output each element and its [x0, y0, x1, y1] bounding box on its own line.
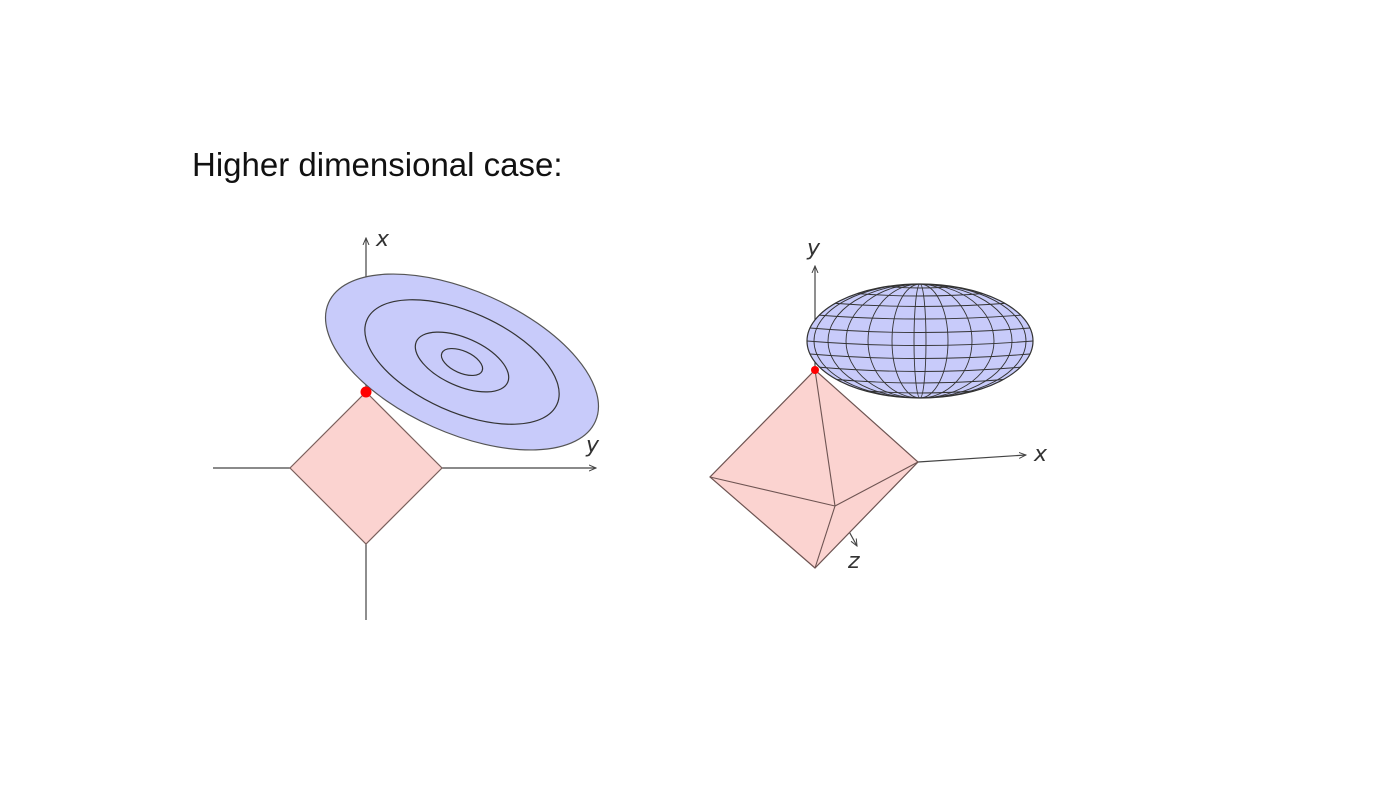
ellipsoid-latitude — [829, 378, 1011, 384]
octahedron-edge — [834, 461, 919, 507]
left-diagram: x y — [213, 227, 600, 620]
l1-diamond — [289, 391, 443, 545]
ellipsoid-latitude — [809, 327, 1031, 333]
octahedron-edge — [709, 476, 836, 507]
octahedron-edge — [814, 505, 836, 569]
octahedron-silhouette — [709, 369, 919, 569]
right-x-axis-label: x — [1033, 442, 1048, 467]
ellipsoid-longitude — [867, 284, 973, 398]
outer-ellipse — [324, 273, 600, 451]
ellipsoid-longitude — [813, 284, 1027, 398]
octahedron-edge — [814, 369, 836, 507]
l1-octahedron — [709, 369, 919, 569]
contour-ellipse — [440, 347, 484, 377]
right-z-axis-label: z — [847, 549, 860, 574]
right-y-axis-label: y — [806, 236, 821, 261]
ellipsoid-longitude — [891, 284, 949, 398]
ellipsoid-latitude — [816, 314, 1024, 320]
ellipsoid-latitude — [809, 353, 1031, 359]
ellipsoid-latitude — [829, 302, 1011, 307]
left-x-axis-label: x — [375, 227, 390, 252]
left-contact-point — [360, 386, 372, 398]
right-diagram: y x z — [709, 236, 1048, 574]
ellipsoid-latitude — [807, 340, 1033, 346]
ellipsoid-longitude — [913, 284, 927, 398]
loss-contour-ellipses — [324, 273, 600, 451]
right-contact-point — [811, 366, 819, 374]
ellipsoid-longitude — [845, 284, 995, 398]
ellipsoid-body — [806, 283, 1034, 399]
left-y-axis-label: y — [585, 433, 600, 458]
ellipsoid-latitude — [816, 366, 1024, 372]
loss-ellipsoid — [806, 283, 1034, 399]
ellipsoid-latitude — [849, 292, 991, 297]
slide-title: Higher dimensional case: — [192, 146, 563, 183]
contour-ellipse — [364, 299, 560, 425]
ellipsoid-longitude — [827, 284, 1013, 398]
contour-ellipse — [414, 331, 510, 393]
right-x-axis — [917, 455, 1026, 463]
